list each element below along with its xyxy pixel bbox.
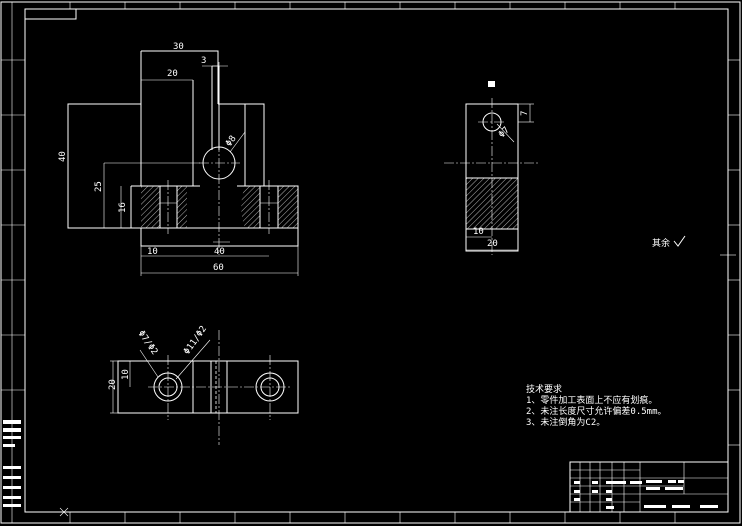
dim-25: 25 <box>94 181 104 192</box>
top-dim-10: 10 <box>121 369 131 380</box>
dim-30: 30 <box>173 42 184 52</box>
title-block <box>569 461 729 513</box>
top-callout-right: Φ11/Φ2 <box>182 324 209 356</box>
front-view: 30 20 3 40 25 16 10 40 60 Φ8 <box>58 42 299 276</box>
tech-req-title: 技术要求 <box>526 383 562 395</box>
dim-10: 10 <box>147 247 158 257</box>
hole-callout-phi8: Φ8 <box>224 134 238 149</box>
top-callout-left: Φ7/Φ2 <box>136 329 160 357</box>
side-dim-20: 20 <box>487 239 498 249</box>
tech-req-1: 1、零件加工表面上不应有划痕。 <box>526 394 657 406</box>
tech-requirements: 技术要求 1、零件加工表面上不应有划痕。 2、未注长度尺寸允许偏差0.5mm。 … <box>526 383 667 428</box>
top-view: 20 10 Φ7/Φ2 Φ11/Φ2 <box>108 324 299 445</box>
side-view: 7 Φ7 10 20 <box>444 81 540 255</box>
roughness-label: 其余 <box>652 237 670 249</box>
dim-40: 40 <box>58 151 68 162</box>
tech-req-2: 2、未注长度尺寸允许偏差0.5mm。 <box>526 405 667 417</box>
roughness-symbol: 其余 <box>652 235 686 249</box>
dim-16: 16 <box>118 202 128 213</box>
dim-60: 60 <box>213 263 224 273</box>
dim-40b: 40 <box>214 247 225 257</box>
dim-20: 20 <box>167 69 178 79</box>
tech-req-3: 3、未注倒角为C2。 <box>526 416 605 428</box>
side-dim-7: 7 <box>520 111 530 116</box>
dim-3: 3 <box>201 56 206 66</box>
side-dim-10: 10 <box>473 227 484 237</box>
revision-column <box>3 420 21 507</box>
top-dim-20: 20 <box>108 379 118 390</box>
